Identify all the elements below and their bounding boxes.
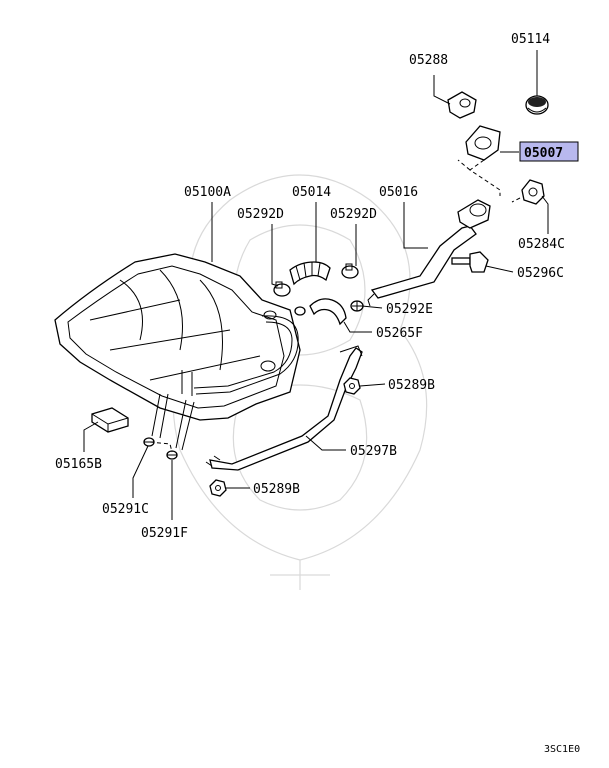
part-05165B-rubber-block[interactable] — [91, 407, 129, 433]
part-05265F-hose[interactable] — [294, 298, 347, 326]
label-05291F: 05291F — [141, 526, 188, 541]
label-05289B-lower: 05289B — [253, 482, 300, 497]
part-05016-filler-pipe[interactable] — [367, 199, 491, 307]
label-05165B: 05165B — [55, 457, 102, 472]
part-05292D-right-clamp[interactable] — [341, 263, 359, 279]
label-05284C: 05284C — [518, 237, 565, 252]
part-05007-filler-plate[interactable] — [465, 125, 501, 161]
label-05297B: 05297B — [350, 444, 397, 459]
part-05292D-left-clamp[interactable] — [273, 281, 291, 297]
lower-hoses — [151, 393, 195, 451]
dashed-guides — [149, 159, 501, 453]
part-05289B-upper-nut[interactable] — [343, 377, 361, 395]
part-05296C-bolt[interactable] — [451, 251, 489, 273]
label-05292E: 05292E — [386, 302, 433, 317]
part-05292E-clamp[interactable] — [350, 300, 364, 312]
label-05296C: 05296C — [517, 266, 564, 281]
label-05291C: 05291C — [102, 502, 149, 517]
label-05288: 05288 — [409, 53, 448, 68]
label-05007: 05007 — [524, 146, 563, 161]
part-05100A-fuel-tank[interactable] — [54, 253, 301, 421]
part-05289B-lower-nut[interactable] — [209, 479, 227, 497]
diagram-code: 3SC1E0 — [544, 744, 580, 755]
part-05114-fuel-cap[interactable] — [525, 95, 549, 115]
part-05291F-clip[interactable] — [166, 450, 178, 460]
fuel-lines — [193, 315, 299, 395]
label-05292D-left: 05292D — [237, 207, 284, 222]
part-05297B-bracket[interactable] — [205, 345, 363, 471]
part-05014-corrugated-hose[interactable] — [289, 261, 331, 286]
highlight-box-05007 — [519, 141, 579, 162]
label-05114: 05114 — [511, 32, 550, 47]
label-05292D-right: 05292D — [330, 207, 377, 222]
label-05100A: 05100A — [184, 185, 231, 200]
part-05284C-bolt[interactable] — [511, 179, 545, 205]
label-05289B-upper: 05289B — [388, 378, 435, 393]
label-05016: 05016 — [379, 185, 418, 200]
leader-lines — [83, 50, 549, 520]
label-05014: 05014 — [292, 185, 331, 200]
label-05265F: 05265F — [376, 326, 423, 341]
part-05288-clip[interactable] — [447, 91, 477, 119]
